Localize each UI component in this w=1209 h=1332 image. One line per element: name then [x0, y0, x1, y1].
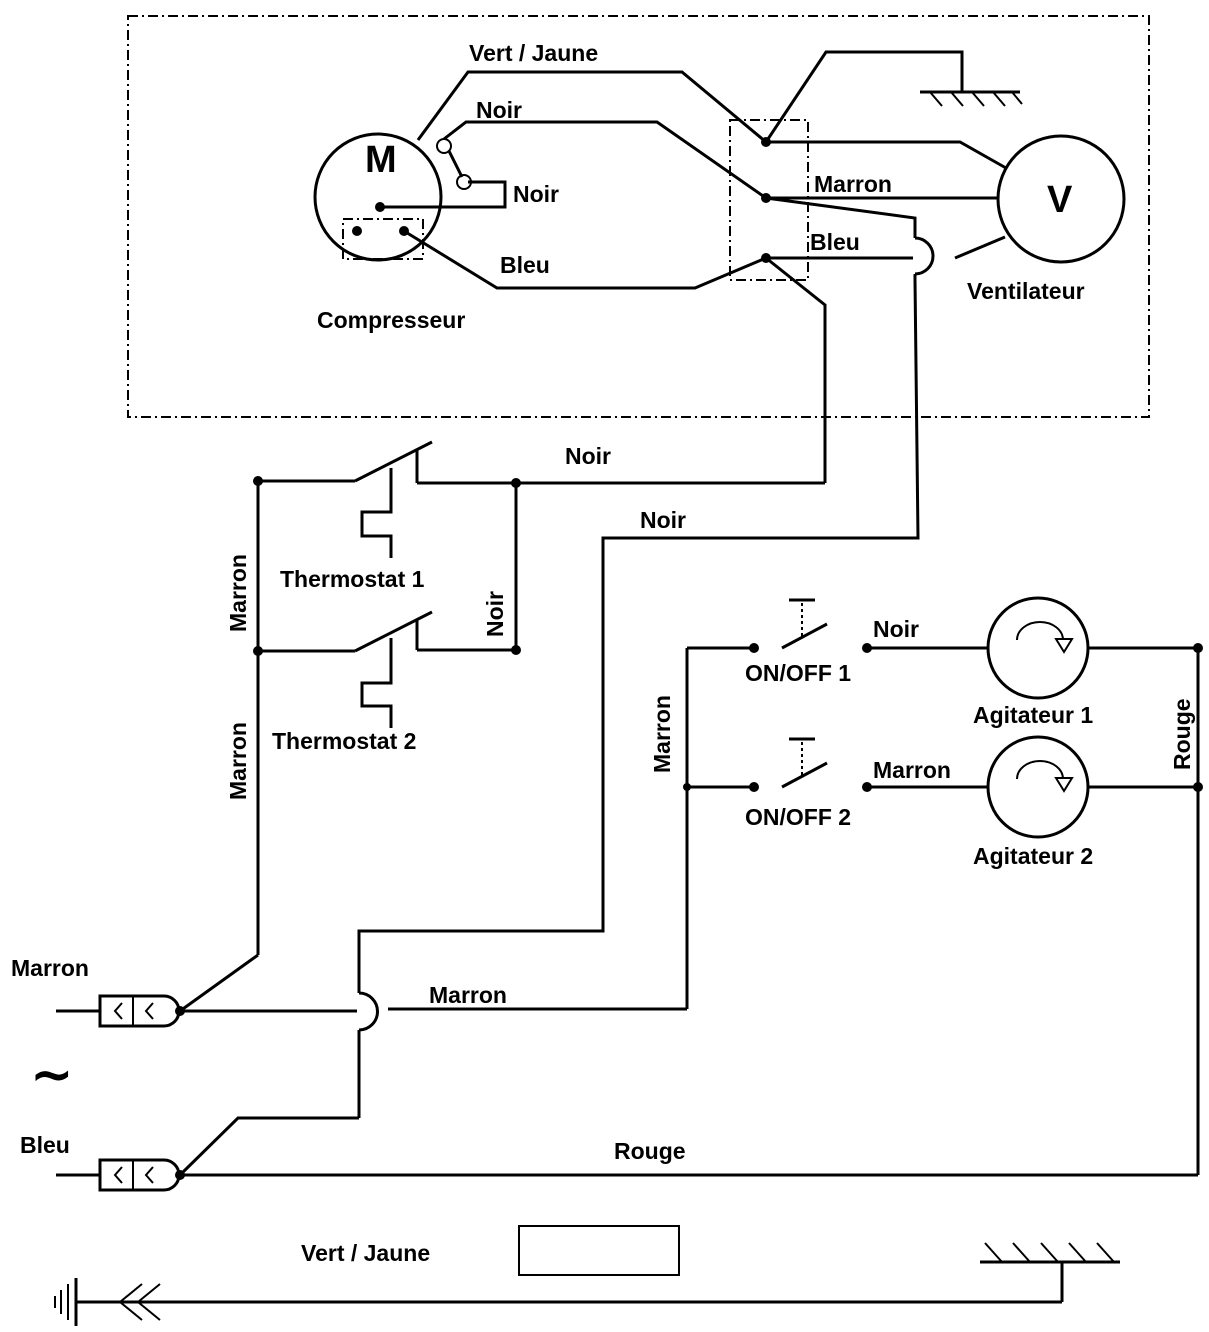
- agitator-circuit: [683, 596, 1203, 1175]
- wire-label-noir-thermo: Noir: [565, 443, 611, 469]
- wire-label-bleu-comp: Bleu: [500, 252, 550, 278]
- enclosure-border: [127, 15, 1150, 418]
- enclosure-wiring: [380, 50, 1007, 483]
- overload-protector: [436, 138, 472, 190]
- fan-symbol: V: [1047, 179, 1073, 221]
- input-connectors: [56, 953, 1198, 1192]
- wire-label-noir-mid: Noir: [640, 507, 686, 533]
- agitator-1-label: Agitateur 1: [973, 702, 1093, 728]
- compressor-symbol: M: [365, 139, 397, 181]
- wire-label-rouge-vertical: Rouge: [1169, 698, 1195, 770]
- wire-label-noir-2: Noir: [513, 181, 559, 207]
- wire-label-vert-jaune-top: Vert / Jaune: [469, 40, 598, 66]
- agitator-2-label: Agitateur 2: [973, 843, 1093, 869]
- thermostat-circuit: [253, 440, 825, 955]
- wire-label-marron-vertical-2: Marron: [225, 722, 251, 800]
- compressor-label: Compresseur: [317, 307, 465, 333]
- compressor: M: [313, 132, 443, 262]
- wire-label-marron-switch-vertical: Marron: [649, 695, 675, 773]
- wire-label-marron-switch-2: Marron: [873, 757, 951, 783]
- switch-1-label: ON/OFF 1: [745, 660, 851, 686]
- wire-label-noir-switch-1: Noir: [873, 616, 919, 642]
- wire-label-bleu-input: Bleu: [20, 1132, 70, 1158]
- junction-box: [729, 119, 809, 281]
- mains-symbol: ~: [30, 1045, 74, 1105]
- wire-label-noir-1: Noir: [476, 97, 522, 123]
- ground-symbol-top: [920, 90, 1023, 107]
- thermostat-2-label: Thermostat 2: [272, 728, 416, 754]
- wire-label-marron-input: Marron: [11, 955, 89, 981]
- wire-label-marron-mid: Marron: [429, 982, 507, 1008]
- fan: V: [996, 134, 1126, 264]
- earth-circuit: [54, 1225, 1120, 1326]
- wire-label-marron-fan: Marron: [814, 171, 892, 197]
- wire-label-marron-vertical-1: Marron: [225, 554, 251, 632]
- wire-label-rouge-bottom: Rouge: [614, 1138, 686, 1164]
- wire-label-vert-jaune-bottom: Vert / Jaune: [301, 1240, 430, 1266]
- wire-label-bleu-fan: Bleu: [810, 229, 860, 255]
- fan-label: Ventilateur: [967, 278, 1085, 304]
- wire-label-noir-vertical: Noir: [482, 591, 508, 637]
- thermostat-1-label: Thermostat 1: [280, 566, 425, 592]
- switch-2-label: ON/OFF 2: [745, 804, 851, 830]
- fan-return-wire: [357, 279, 920, 990]
